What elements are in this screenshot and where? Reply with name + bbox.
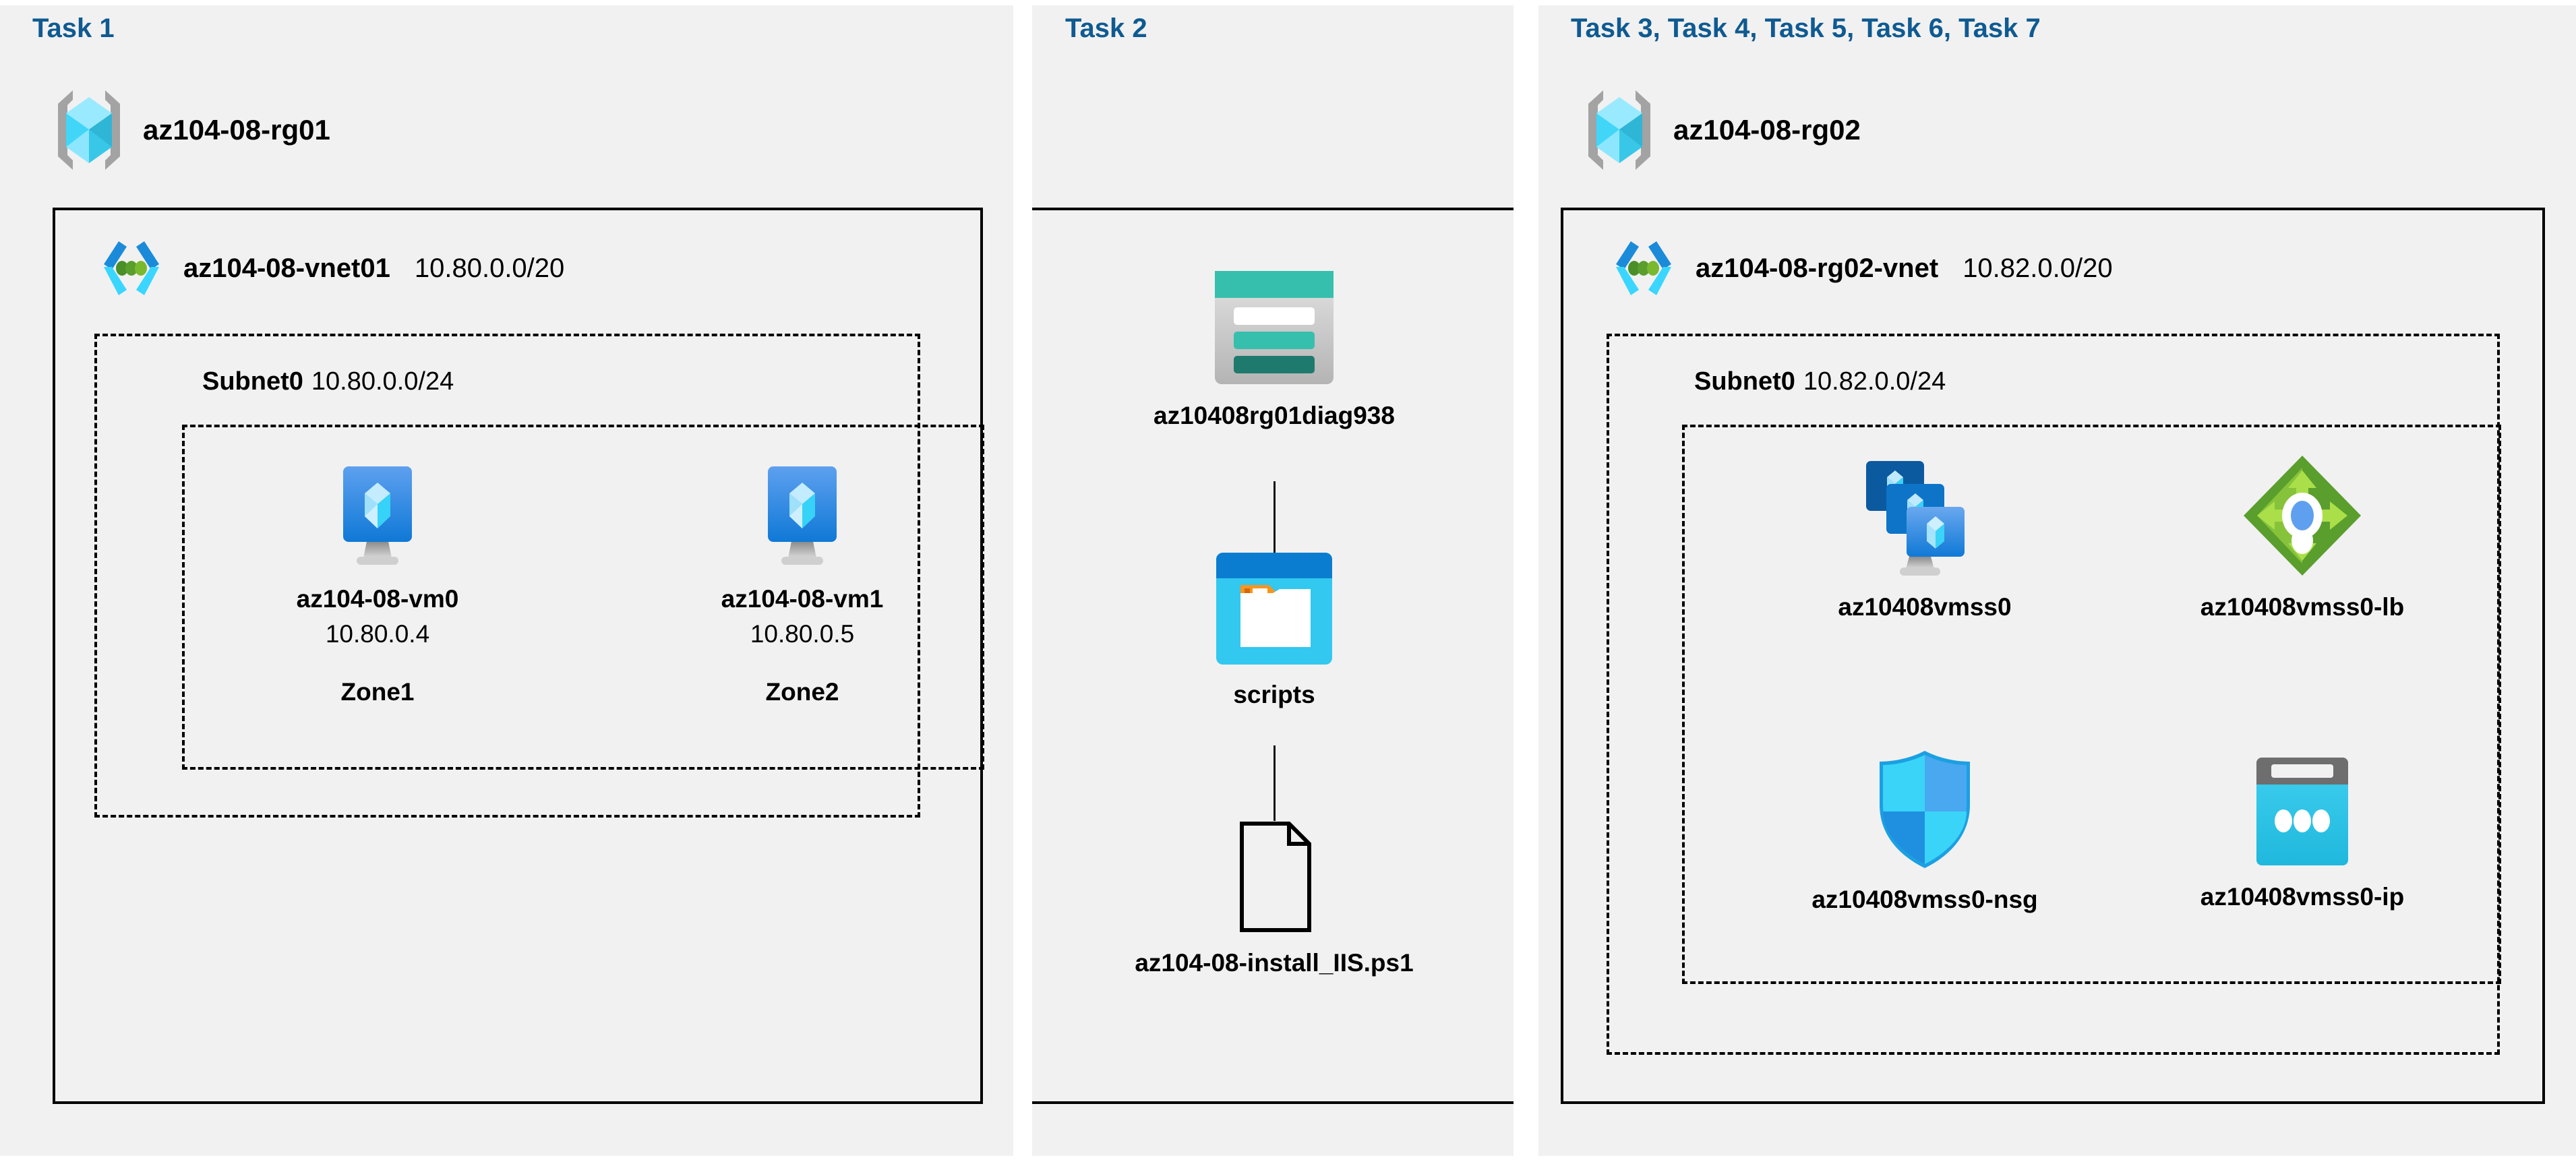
file-icon xyxy=(1231,821,1317,934)
panel-task-3-7 xyxy=(1538,5,2576,1156)
vm-az104-08-vm1: az104-08-vm1 10.80.0.5 Zone2 xyxy=(694,464,910,706)
subnet0-right-name: Subnet0 xyxy=(1694,367,1795,396)
subnet0-right-cidr: 10.82.0.0/24 xyxy=(1803,367,1946,396)
public-ip-label: az10408vmss0-ip xyxy=(2200,883,2405,911)
task-1-title: Task 1 xyxy=(32,13,115,43)
virtual-machine-icon xyxy=(336,464,419,570)
resource-group-rg01: az104-08-rg01 xyxy=(53,86,330,174)
nsg-az10408vmss0-nsg: az10408vmss0-nsg xyxy=(1790,748,2060,914)
blob-container-label: scripts xyxy=(1233,681,1315,708)
vmss-label: az10408vmss0 xyxy=(1838,593,2012,621)
network-security-group-icon xyxy=(1874,748,1975,871)
subnet0-left-cidr: 10.80.0.0/24 xyxy=(311,367,454,396)
storage-account-az10408rg01diag938: az10408rg01diag938 xyxy=(1146,268,1402,430)
load-balancer-label: az10408vmss0-lb xyxy=(2200,593,2405,621)
vmss-group-box xyxy=(1682,425,2501,984)
resource-group-rg01-label: az104-08-rg01 xyxy=(143,114,330,146)
vm1-zone: Zone2 xyxy=(765,678,839,706)
virtual-machine-icon xyxy=(761,464,843,570)
vm0-zone: Zone1 xyxy=(340,678,415,706)
rg02-vnet-name: az104-08-rg02-vnet xyxy=(1696,253,1939,283)
blob-container-scripts: scripts xyxy=(1146,551,1402,709)
vm-az104-08-vm0: az104-08-vm0 10.80.0.4 Zone1 xyxy=(270,464,485,706)
resource-group-icon xyxy=(53,86,125,174)
vnet01-cidr: 10.80.0.0/20 xyxy=(414,253,565,283)
vm0-ip: 10.80.0.4 xyxy=(325,620,430,648)
subnet0-left-label: Subnet0 10.80.0.0/24 xyxy=(202,367,454,396)
vm-scale-set-icon xyxy=(1861,453,1989,578)
resource-group-rg02: az104-08-rg02 xyxy=(1583,86,1861,174)
vm-group-box xyxy=(182,425,984,770)
virtual-network-icon xyxy=(1607,237,1681,299)
panel-task-1 xyxy=(0,5,1013,1156)
rg02-vnet-header: az104-08-rg02-vnet 10.82.0.0/20 xyxy=(1607,237,2113,299)
vnet01-name: az104-08-vnet01 xyxy=(183,253,390,283)
vmss-az10408vmss0: az10408vmss0 xyxy=(1790,453,2060,621)
resource-group-icon xyxy=(1583,86,1656,174)
rg02-vnet-box xyxy=(1561,208,2545,1104)
subnet0-left-box xyxy=(94,334,920,818)
task-2-title: Task 2 xyxy=(1065,13,1147,43)
script-file-label: az104-08-install_IIS.ps1 xyxy=(1135,949,1414,977)
public-ip-address-icon xyxy=(2251,755,2354,868)
subnet0-left-name: Subnet0 xyxy=(202,367,303,396)
blob-container-icon xyxy=(1214,551,1335,666)
connector-storage-to-scripts xyxy=(1274,481,1276,557)
vm0-label: az104-08-vm0 xyxy=(296,585,459,613)
vnet01-header: az104-08-vnet01 10.80.0.0/20 xyxy=(94,237,564,299)
load-balancer-icon xyxy=(2241,453,2364,578)
script-file-install-iis: az104-08-install_IIS.ps1 xyxy=(1135,821,1414,977)
nsg-label: az10408vmss0-nsg xyxy=(1811,886,2038,913)
subnet0-right-label: Subnet0 10.82.0.0/24 xyxy=(1694,367,1946,396)
public-ip-az10408vmss0-ip: az10408vmss0-ip xyxy=(2167,755,2437,911)
storage-account-icon xyxy=(1208,268,1340,387)
task2-container-box xyxy=(1032,208,1514,1104)
vm1-ip: 10.80.0.5 xyxy=(750,620,855,648)
connector-scripts-to-script-file xyxy=(1274,745,1276,821)
storage-account-label: az10408rg01diag938 xyxy=(1154,402,1395,429)
load-balancer-az10408vmss0-lb: az10408vmss0-lb xyxy=(2167,453,2437,621)
resource-group-rg02-label: az104-08-rg02 xyxy=(1673,114,1861,146)
vm1-label: az104-08-vm1 xyxy=(721,585,884,613)
virtual-network-icon xyxy=(94,237,169,299)
task-3-7-title: Task 3, Task 4, Task 5, Task 6, Task 7 xyxy=(1571,13,2041,43)
rg02-vnet-cidr: 10.82.0.0/20 xyxy=(1963,253,2113,283)
